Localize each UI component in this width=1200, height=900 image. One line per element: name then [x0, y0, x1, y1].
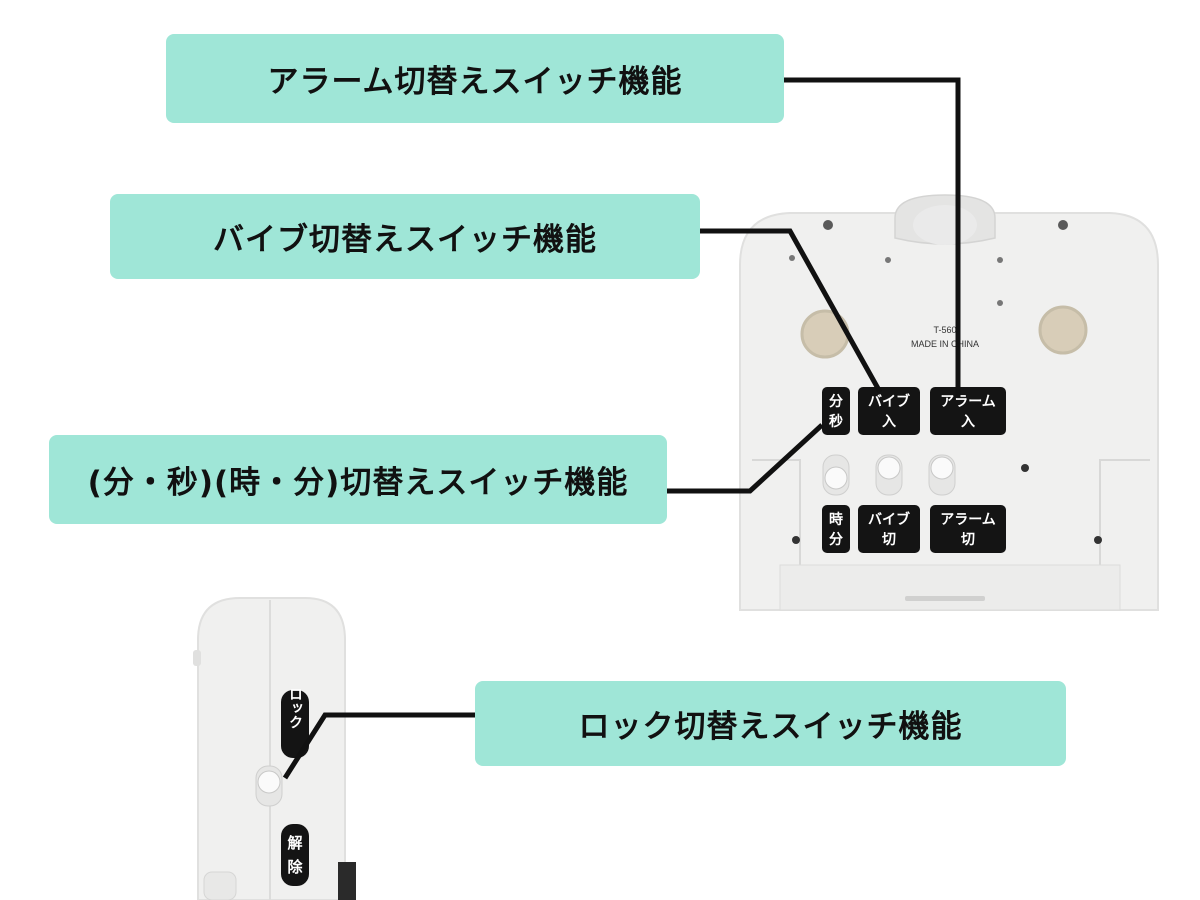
svg-text:切: 切 — [882, 532, 896, 548]
timer-back: T-560 MADE IN CHINA 分 秒 バイブ 入 アラーム 入 — [739, 194, 1159, 611]
label-release: 解 除 — [281, 824, 309, 886]
label-lock: ロック — [281, 687, 309, 758]
slide-switch-alarm[interactable] — [928, 454, 956, 496]
battery-cover — [779, 564, 1121, 611]
callout-time-mode-switch: (分・秒)(時・分)切替えスイッチ機能 — [49, 435, 667, 524]
origin-text: MADE IN CHINA — [911, 339, 979, 349]
svg-text:アラーム: アラーム — [940, 512, 996, 528]
callout-vibration-switch: バイブ切替えスイッチ機能 — [110, 194, 700, 279]
label-vibration-on: バイブ 入 — [858, 387, 920, 435]
callout-time-mode-text: (分・秒)(時・分)切替えスイッチ機能 — [87, 465, 629, 501]
screw-hole — [1021, 464, 1029, 472]
label-min-sec: 分 秒 — [822, 387, 850, 435]
callout-alarm-switch: アラーム切替えスイッチ機能 — [166, 34, 784, 123]
callout-alarm-text: アラーム切替えスイッチ機能 — [267, 64, 683, 100]
model-number: T-560 — [933, 325, 956, 335]
label-hour-min: 時 分 — [822, 505, 850, 553]
svg-text:秒: 秒 — [829, 413, 843, 430]
lock-slide-switch[interactable] — [255, 765, 283, 807]
label-alarm-on: アラーム 入 — [930, 387, 1006, 435]
svg-text:バイブ: バイブ — [868, 393, 910, 410]
leader-line-lock — [282, 712, 475, 780]
screw-hole — [885, 257, 891, 263]
screw-hole — [823, 220, 833, 230]
slide-switch-vibration[interactable] — [875, 454, 903, 496]
label-vibration-off: バイブ 切 — [858, 505, 920, 553]
screw-hole — [997, 300, 1003, 306]
svg-text:アラーム: アラーム — [940, 394, 996, 410]
screw-hole — [1094, 536, 1102, 544]
screw-hole — [997, 257, 1003, 263]
timer-side: ロック 解 除 — [193, 597, 356, 900]
svg-text:入: 入 — [882, 414, 896, 430]
svg-text:バイブ: バイブ — [868, 511, 910, 528]
svg-text:除: 除 — [287, 858, 303, 876]
screw-hole — [792, 536, 800, 544]
svg-text:時: 時 — [829, 511, 843, 528]
callout-lock-switch: ロック切替えスイッチ機能 — [475, 681, 1066, 766]
callout-vibration-text: バイブ切替えスイッチ機能 — [213, 222, 597, 258]
leader-line-vibration — [700, 228, 883, 394]
svg-text:ロック: ロック — [287, 687, 303, 729]
callout-lock-text: ロック切替えスイッチ機能 — [578, 709, 963, 745]
label-alarm-off: アラーム 切 — [930, 505, 1006, 553]
leader-line-time — [667, 423, 824, 494]
svg-text:切: 切 — [961, 532, 975, 548]
slide-switch-minsec[interactable] — [822, 454, 850, 496]
screw-hole — [789, 255, 795, 261]
screw-hole — [1058, 220, 1068, 230]
magnet — [1038, 305, 1088, 355]
svg-text:入: 入 — [961, 414, 975, 430]
leader-line-alarm — [784, 77, 961, 398]
svg-text:解: 解 — [287, 834, 302, 852]
svg-text:分: 分 — [829, 394, 843, 410]
svg-text:分: 分 — [829, 532, 843, 548]
